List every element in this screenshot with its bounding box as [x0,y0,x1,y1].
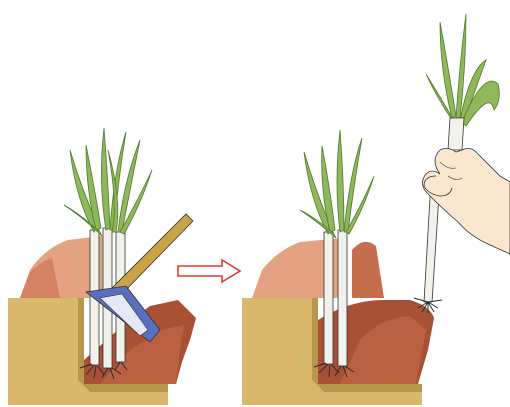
process-arrow [178,260,240,282]
right-arrow-icon [178,260,240,282]
right-leek-shaft-1 [324,232,333,364]
pulled-leek-neck [448,118,464,150]
right-scene [242,14,510,405]
left-leek-leaf [101,128,110,230]
right-leek-leaf [344,138,362,232]
right-leek-leaf [337,130,344,232]
right-leek-shaft-2 [338,230,347,366]
left-scene [8,128,196,405]
right-soil-ridge-2 [352,242,384,298]
